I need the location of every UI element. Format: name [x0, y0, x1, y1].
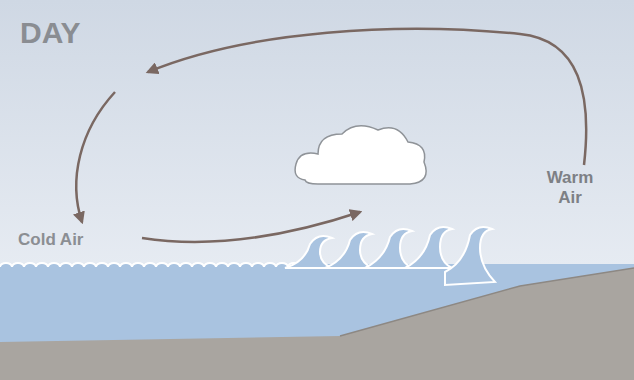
- circulation-arrows: [76, 29, 586, 242]
- upper-return-arrow: [148, 29, 586, 165]
- diagram-title: DAY: [20, 16, 140, 51]
- wave: [405, 227, 452, 268]
- land: [0, 268, 634, 380]
- cloud: [295, 126, 426, 184]
- air-label: Cold Air: [18, 230, 118, 250]
- wave: [365, 229, 412, 268]
- breaking-waves: [285, 227, 495, 285]
- sea: [0, 264, 634, 380]
- small-waves: [0, 263, 300, 267]
- wave: [285, 236, 332, 268]
- sinking-arrow: [76, 92, 115, 222]
- sea-breeze-arrow: [142, 212, 360, 242]
- wave: [325, 232, 372, 268]
- air-label: Warm Air: [540, 168, 600, 207]
- wave: [445, 227, 495, 285]
